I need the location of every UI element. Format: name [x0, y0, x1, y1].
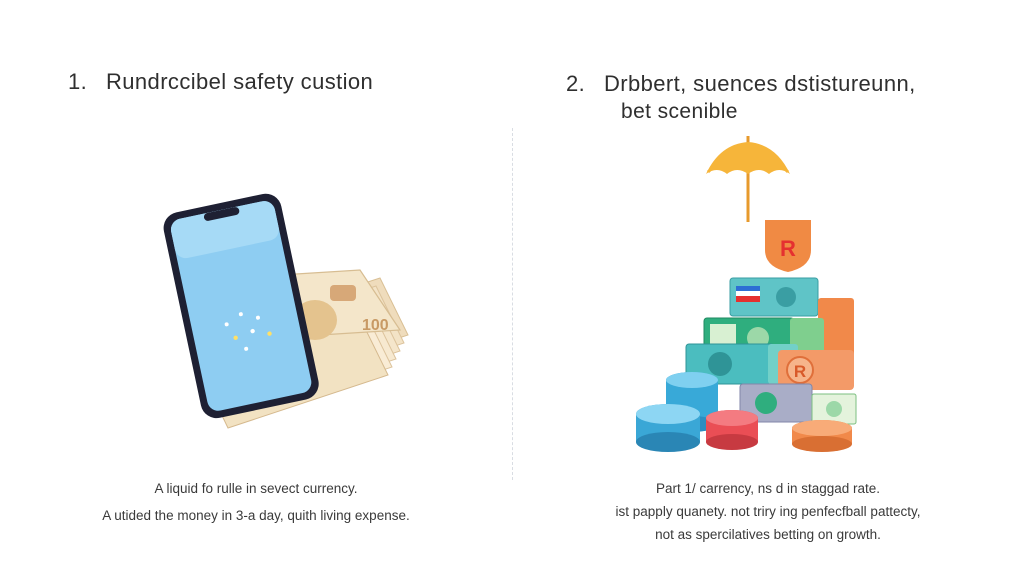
right-heading-title-line-2: bet scenible — [621, 100, 738, 123]
left-caption-line-1: A liquid fo rulle in sevect currency. — [154, 481, 358, 496]
cash-bundle-grey — [739, 383, 813, 423]
banknote-label: 100 — [362, 317, 389, 334]
left-caption-line-2: A utided the money in 3-a day, quith liv… — [102, 508, 410, 523]
right-heading-title-line-1: Drbbert, suences dstistureunn, — [604, 71, 916, 96]
coin-letter: R — [794, 362, 806, 381]
right-heading-number: 2. — [566, 71, 586, 96]
left-panel: 1. Rundrccibel safety custion 100 — [68, 68, 420, 523]
left-heading-number: 1. — [68, 69, 88, 94]
cash-note-small — [811, 393, 857, 425]
left-heading-title: Rundrccibel safety custion — [106, 69, 374, 94]
coin-stack-orange — [792, 420, 852, 452]
left-heading: 1. Rundrccibel safety custion — [68, 68, 373, 96]
savings-svg: R R — [636, 136, 857, 452]
right-caption-line-3: not as spercilatives betting on growth. — [655, 527, 881, 542]
smartphone — [163, 193, 319, 419]
cash-stack-top — [729, 277, 854, 358]
phone-and-cash-illustration: 100 — [150, 180, 420, 440]
panel-divider — [512, 128, 513, 480]
right-caption-line-2: ist papply quanety. not triry ing penfec… — [615, 504, 921, 519]
shield-icon: R — [765, 220, 811, 272]
coin-stack-blue-large — [636, 404, 700, 452]
shield-letter: R — [780, 236, 796, 261]
coin-orange: R — [778, 350, 854, 390]
phone-cash-svg: 100 — [163, 193, 409, 429]
diversified-savings-illustration: R R — [628, 132, 878, 452]
coin-stack-red — [706, 410, 758, 450]
umbrella-icon — [706, 136, 790, 222]
right-panel: 2. Drbbert, suences dstistureunn, bet sce… — [512, 0, 1024, 585]
right-caption-line-1: Part 1/ carrency, ns d in staggad rate. — [655, 481, 881, 496]
right-heading: 2. Drbbert, suences dstistureunn, bet sce… — [566, 70, 916, 126]
